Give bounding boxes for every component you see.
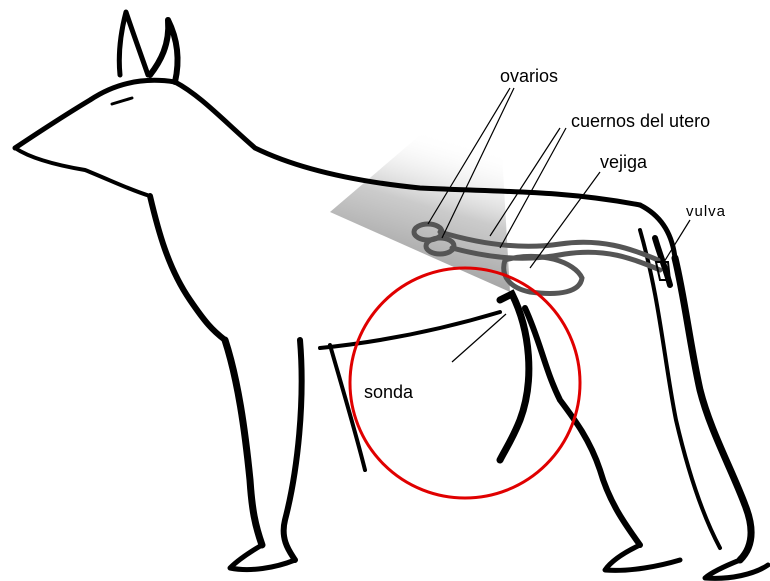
- bladder: [504, 256, 582, 293]
- ultrasound-probe: [500, 294, 529, 460]
- leader-cuernos-2: [500, 128, 566, 248]
- label-cuernos-del-utero: cuernos del utero: [571, 112, 710, 130]
- label-vulva: vulva: [686, 204, 726, 219]
- ultrasound-beam: [330, 118, 510, 292]
- label-vejiga: vejiga: [600, 153, 647, 171]
- label-sonda: sonda: [364, 383, 413, 401]
- label-ovarios: ovarios: [500, 67, 558, 85]
